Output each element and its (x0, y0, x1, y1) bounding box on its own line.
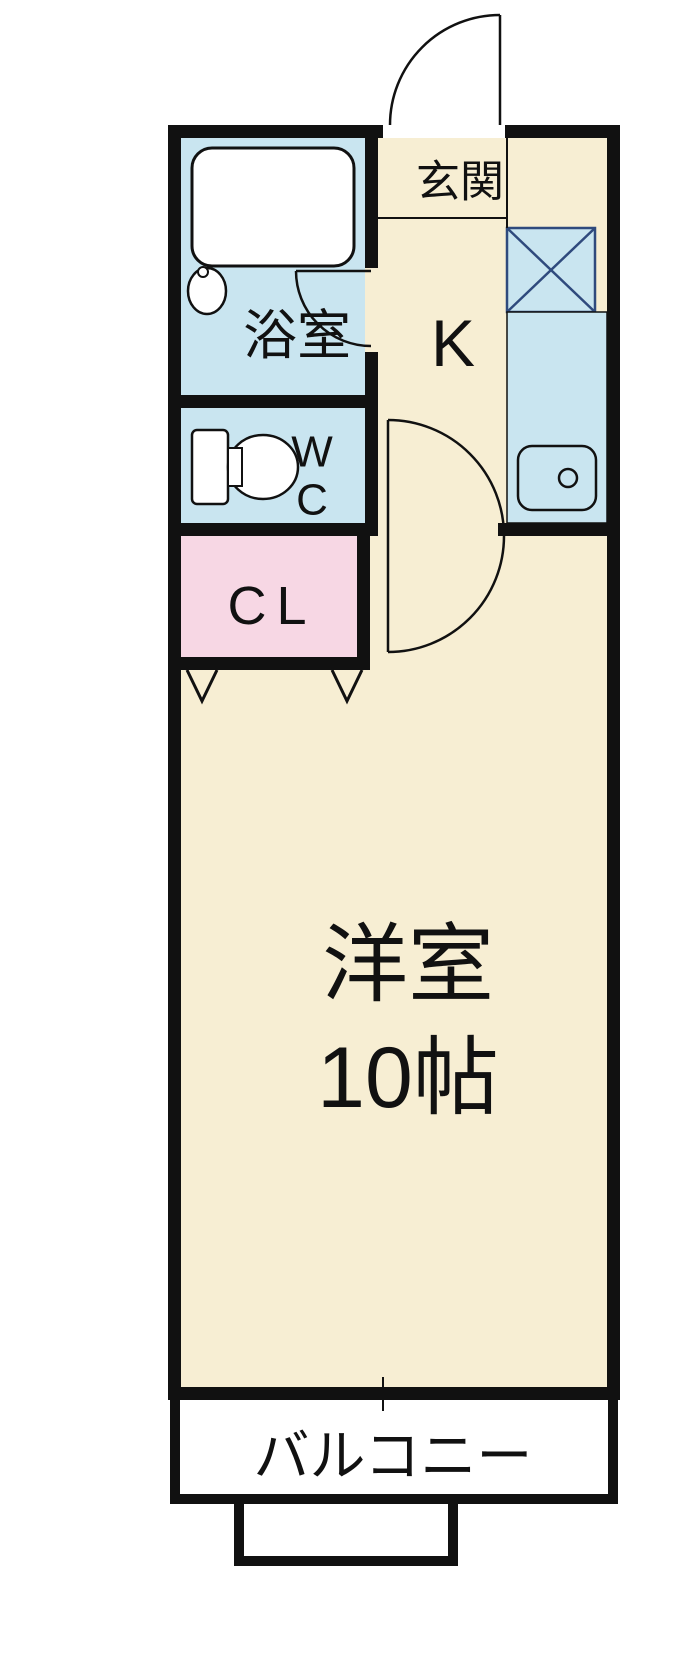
wc-label-c: C (296, 476, 328, 525)
wall-segment (505, 125, 620, 138)
balcony-step-wall (448, 1504, 458, 1566)
wall-segment (168, 1387, 620, 1400)
toilet-tank (190, 428, 230, 506)
bathroom-faucet-icon (197, 266, 209, 278)
wall-segment (168, 657, 370, 670)
wall-segment (168, 523, 378, 536)
main-room-size-label: 10帖 (317, 1030, 499, 1126)
kitchen-sink (516, 444, 598, 512)
balcony-step-wall (234, 1556, 458, 1566)
balcony-step-wall (234, 1504, 244, 1566)
entrance-door-arc (388, 13, 501, 126)
kitchen-faucet-icon (557, 467, 579, 489)
room-closet (181, 536, 357, 657)
kitchen-counter (506, 311, 608, 524)
wc-label-w: W (291, 428, 333, 477)
balcony-step (234, 1504, 458, 1566)
bathroom-label: 浴室 (243, 306, 351, 366)
main-room-label: 洋室 (322, 917, 494, 1013)
wall-segment (607, 125, 620, 1400)
bathtub (190, 146, 356, 268)
balcony (170, 1400, 618, 1504)
bathroom-door-arc (294, 270, 372, 348)
balcony-label: バルコニー (254, 1425, 533, 1488)
genkan-label: 玄関 (416, 158, 504, 207)
wall-segment (181, 395, 365, 408)
toilet-seat-joint (227, 447, 243, 487)
balcony-wall (170, 1494, 618, 1504)
closet-hanger-mark (185, 669, 219, 705)
washing-machine-cross-line (506, 227, 596, 313)
kitchen-label: K (431, 306, 475, 380)
closet-hanger-mark (330, 669, 364, 705)
walls (168, 125, 620, 1400)
wall-segment (168, 125, 181, 1400)
closet-label: CL (227, 576, 316, 636)
balcony-wall (608, 1400, 618, 1504)
balcony-wall (170, 1400, 180, 1504)
wall-segment (365, 138, 378, 268)
wall-segment (365, 352, 378, 523)
wall-segment (357, 536, 370, 657)
wall-segment (168, 125, 383, 138)
wall-segment (498, 523, 607, 536)
